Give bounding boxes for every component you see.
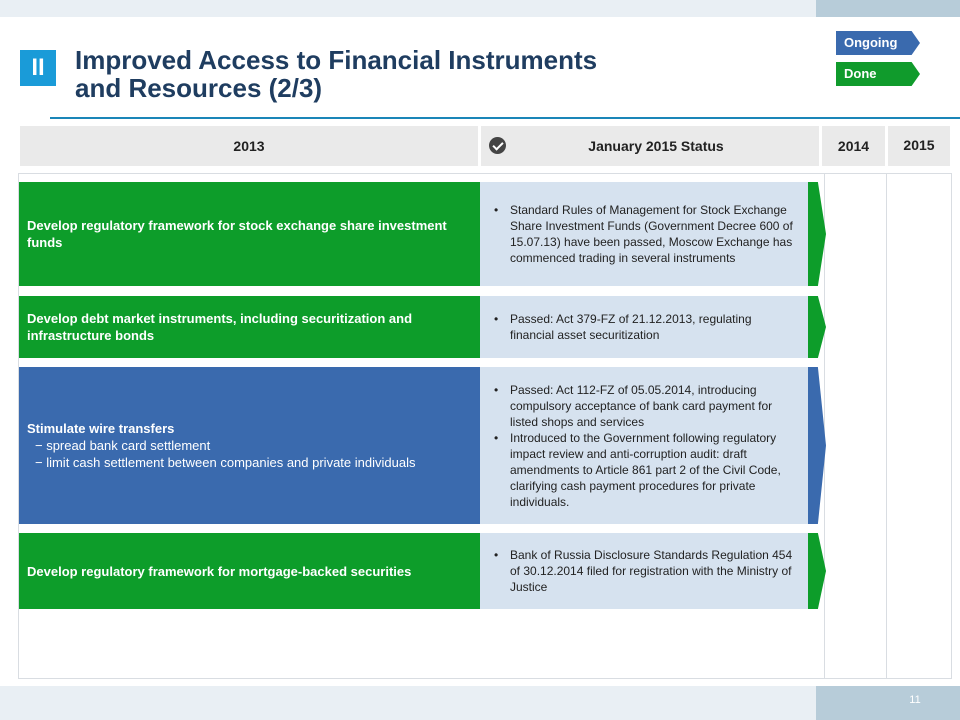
status-cell: Passed: Act 379-FZ of 21.12.2013, regula…: [480, 296, 808, 358]
task-cell: Develop debt market instruments, includi…: [19, 296, 480, 358]
progress-arrow-done: [808, 296, 826, 358]
status-bullet: Passed: Act 379-FZ of 21.12.2013, regula…: [494, 311, 798, 343]
task-title: Stimulate wire transfers: [27, 421, 175, 436]
bottom-band: [0, 686, 960, 720]
column-header-2013: 2013: [20, 126, 478, 166]
status-cell: Standard Rules of Management for Stock E…: [480, 182, 808, 286]
title-line-2: and Resources (2/3): [75, 73, 323, 103]
page-title: Improved Access to Financial Instruments…: [75, 46, 695, 102]
bottom-band-accent: [816, 686, 960, 720]
status-cell: Bank of Russia Disclosure Standards Regu…: [480, 533, 808, 609]
timeline-grid: [18, 173, 952, 679]
status-bullet: Passed: Act 112-FZ of 05.05.2014, introd…: [494, 382, 798, 430]
top-band: [0, 0, 960, 17]
section-badge: II: [20, 50, 56, 86]
progress-arrow-done: [808, 182, 826, 286]
grid-divider-2014: [824, 173, 825, 679]
top-band-accent: [816, 0, 960, 17]
task-title: Develop regulatory framework for mortgag…: [27, 563, 412, 579]
status-bullet: Standard Rules of Management for Stock E…: [494, 202, 798, 266]
title-line-1: Improved Access to Financial Instruments: [75, 45, 598, 75]
column-header-2014: 2014: [822, 126, 885, 166]
legend-ongoing-tag: Ongoing: [836, 31, 920, 55]
column-header-2015: 2015: [888, 126, 950, 166]
column-header-status: January 2015 Status: [481, 126, 819, 166]
status-cell: Passed: Act 112-FZ of 05.05.2014, introd…: [480, 367, 808, 524]
progress-arrow-done: [808, 533, 826, 609]
task-sub-item: − spread bank card settlement: [35, 438, 211, 453]
column-header-status-label: January 2015 Status: [588, 138, 724, 154]
task-title: Develop debt market instruments, includi…: [27, 311, 413, 343]
task-title: Develop regulatory framework for stock e…: [27, 218, 447, 250]
check-circle-icon: [489, 137, 506, 154]
task-cell: Stimulate wire transfers − spread bank c…: [19, 367, 480, 524]
title-rule: [50, 117, 960, 119]
page-number: 11: [909, 694, 921, 706]
task-cell: Develop regulatory framework for stock e…: [19, 182, 480, 286]
grid-divider-2015: [886, 173, 887, 679]
progress-arrow-ongoing: [808, 367, 826, 524]
status-bullet: Bank of Russia Disclosure Standards Regu…: [494, 547, 798, 595]
status-bullet: Introduced to the Government following r…: [494, 430, 798, 510]
legend-done-tag: Done: [836, 62, 920, 86]
task-cell: Develop regulatory framework for mortgag…: [19, 533, 480, 609]
task-sub-item: − limit cash settlement between companie…: [35, 455, 416, 470]
